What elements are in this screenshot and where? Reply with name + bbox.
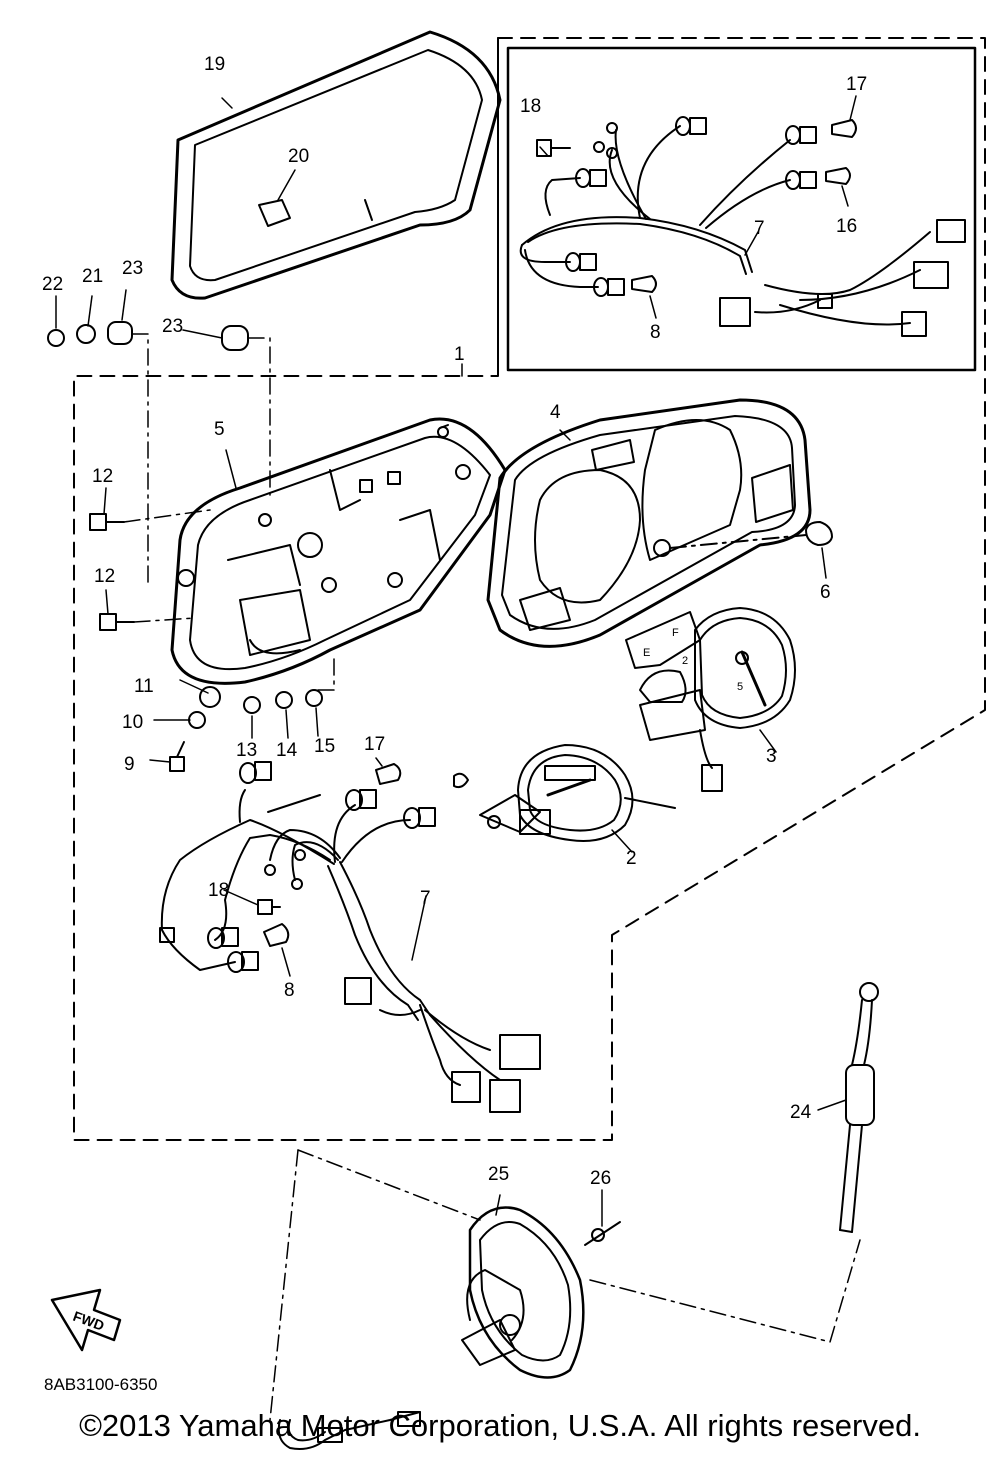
collar-23a [107, 321, 133, 345]
callout-21: 21 [82, 266, 103, 287]
inset-wire-harness [519, 116, 966, 337]
nut-22 [47, 329, 65, 347]
copyright-notice: ©2013 Yamaha Motor Corporation, U.S.A. A… [79, 1408, 921, 1443]
svg-text:5: 5 [737, 681, 743, 693]
svg-text:F: F [672, 627, 679, 639]
callout-2: 2 [626, 848, 637, 869]
lens-pad-20 [258, 199, 291, 227]
inset-bulb-16 [825, 167, 851, 185]
washer-10 [188, 711, 206, 729]
meter-lens-cover [170, 30, 502, 300]
callout-17b: 17 [364, 734, 385, 755]
callout-6: 6 [820, 582, 831, 603]
svg-text:E: E [643, 647, 650, 659]
inset-bulb-17 [831, 119, 857, 138]
screw-12b [99, 613, 135, 631]
callout-10: 10 [122, 712, 143, 733]
callout-1: 1 [454, 344, 465, 365]
callout-13: 13 [236, 740, 257, 761]
fwd-arrow [50, 1288, 122, 1352]
callout-8b: 8 [284, 980, 295, 1001]
gear-unit-25 [461, 1206, 585, 1379]
bulb-8 [263, 923, 290, 947]
callout-17a: 17 [846, 74, 867, 95]
leader-lines [123, 333, 861, 1421]
callout-7a: 7 [754, 218, 765, 239]
nut-15 [305, 689, 323, 707]
callout-12b: 12 [94, 566, 115, 587]
callout-14: 14 [276, 740, 298, 761]
lower-cable [277, 1411, 421, 1450]
callout-7b: 7 [420, 888, 431, 909]
callout-3: 3 [766, 746, 777, 767]
callout-24: 24 [790, 1102, 812, 1123]
screw-9 [169, 741, 185, 772]
screw-18 [257, 899, 281, 915]
callout-23a: 23 [122, 258, 143, 279]
callout-19: 19 [204, 54, 225, 75]
washer-14 [275, 691, 293, 709]
callout-4: 4 [550, 402, 561, 423]
callout-18b: 18 [208, 880, 229, 901]
bulb-17-b [453, 772, 469, 789]
speedometer-cable-24 [839, 982, 879, 1233]
callout-9: 9 [124, 754, 135, 775]
assembly-boundary-dashed [73, 37, 986, 1141]
speedometer-2 [479, 744, 676, 842]
collar-23b [221, 325, 249, 351]
callout-5: 5 [214, 419, 225, 440]
pin-26 [584, 1221, 621, 1246]
meter-panel-4 [486, 398, 812, 648]
bulb-17 [375, 763, 402, 785]
callout-11: 11 [134, 676, 154, 697]
gauge-markings: E F 2 5 [643, 627, 743, 693]
inset-screw-18 [536, 139, 571, 157]
post-5 [177, 569, 195, 587]
callout-18a: 18 [520, 96, 541, 117]
callout-23b: 23 [162, 316, 183, 337]
nut-13 [243, 696, 261, 714]
callout-8a: 8 [650, 322, 661, 343]
callout-leaders [55, 95, 857, 1227]
gauge-assembly-3 [625, 607, 796, 792]
leader-6 [669, 534, 807, 549]
meter-case-5 [170, 417, 507, 685]
callout-labels: 19 20 22 21 23 23 1 5 4 12 12 6 11 10 9 … [42, 54, 867, 1189]
callout-16: 16 [836, 216, 857, 237]
grommet-11 [199, 686, 221, 708]
callout-20: 20 [288, 146, 309, 167]
svg-text:2: 2 [682, 655, 688, 667]
screw-12a [89, 513, 125, 531]
callout-26: 26 [590, 1168, 611, 1189]
diagram-code: 8AB3100-6350 [44, 1375, 157, 1394]
callout-25: 25 [488, 1164, 509, 1185]
detail-inset-box [506, 46, 977, 372]
inset-bulb-8 [631, 275, 657, 293]
washer-21 [76, 324, 96, 344]
callout-12a: 12 [92, 466, 113, 487]
callout-15: 15 [314, 736, 335, 757]
wire-harness-7 [159, 761, 541, 1113]
callout-22: 22 [42, 274, 63, 295]
grommet-6 [805, 521, 833, 546]
